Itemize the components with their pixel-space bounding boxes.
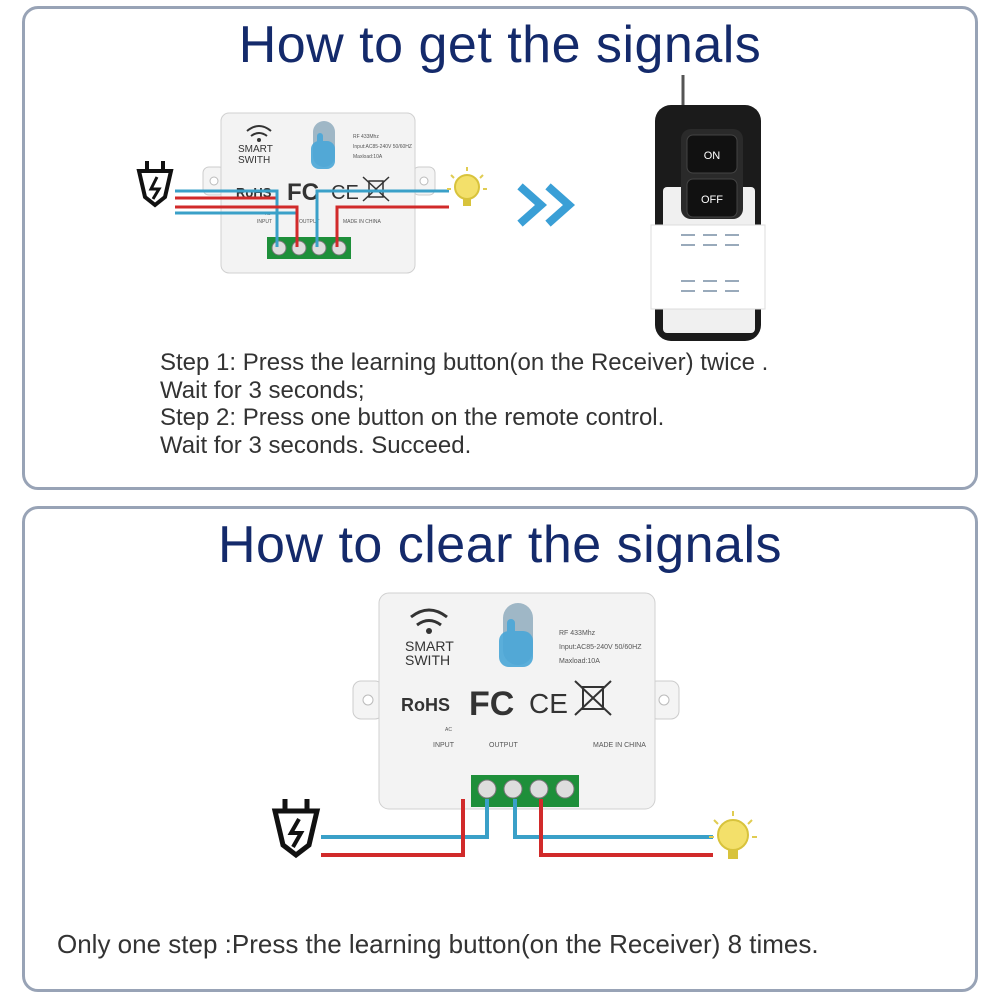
svg-text:MADE IN CHINA: MADE IN CHINA <box>343 219 381 225</box>
wiring <box>175 189 449 247</box>
get-signals-panel: How to get the signals SMART SWITH RF 43… <box>22 6 978 490</box>
svg-text:CE: CE <box>331 182 359 204</box>
light-bulb-icon <box>447 167 487 206</box>
svg-text:Maxload:10A: Maxload:10A <box>559 658 600 665</box>
brand-line1: SMART <box>238 144 273 155</box>
step-line: Step 1: Press the learning button(on the… <box>160 349 769 376</box>
get-signals-title: How to get the signals <box>238 16 762 74</box>
svg-text:INPUT: INPUT <box>433 742 455 749</box>
svg-text:RF 433Mhz: RF 433Mhz <box>559 630 596 637</box>
weee-bin-icon <box>574 680 612 716</box>
step-line: Wait for 3 seconds; <box>160 376 365 404</box>
svg-text:OUTPUT: OUTPUT <box>299 219 320 225</box>
press-hand-icon <box>311 133 335 169</box>
svg-text:CE: CE <box>529 688 568 719</box>
wiring <box>321 799 713 857</box>
power-plug-icon <box>271 799 321 859</box>
wifi-icon <box>246 125 272 137</box>
clear-signals-illustration: SMART SWITH RF 433Mhz Input:AC85-240V 50… <box>271 592 757 859</box>
remote-control: ON OFF <box>650 75 766 341</box>
step-line: Wait for 3 seconds. Succeed. <box>160 431 472 459</box>
weee-bin-icon <box>362 176 390 202</box>
svg-text:RoHS: RoHS <box>401 695 450 715</box>
svg-text:MADE IN CHINA: MADE IN CHINA <box>593 742 646 749</box>
remote-on-button: ON <box>704 150 721 162</box>
wifi-icon <box>410 608 448 627</box>
svg-text:Input:AC85-240V 50/60HZ: Input:AC85-240V 50/60HZ <box>559 644 642 651</box>
receiver-device: SMART SWITH RF 433Mhz Input:AC85-240V 50… <box>202 112 436 274</box>
receiver-device: SMART SWITH RF 433Mhz Input:AC85-240V 50… <box>352 592 680 810</box>
svg-text:SWITH: SWITH <box>405 652 450 668</box>
svg-text:INPUT: INPUT <box>257 219 272 225</box>
light-bulb-icon <box>709 811 757 859</box>
clear-signals-panel: How to clear the signals SMART SWITH RF … <box>22 506 978 992</box>
step-line: Step 2: Press one button on the remote c… <box>160 404 665 431</box>
clear-signals-step: Only one step :Press the learning button… <box>57 929 819 959</box>
svg-text:OUTPUT: OUTPUT <box>489 742 519 749</box>
svg-text:Maxload:10A: Maxload:10A <box>353 154 383 160</box>
svg-text:Input:AC85-240V 50/60HZ: Input:AC85-240V 50/60HZ <box>353 144 412 150</box>
remote-off-button: OFF <box>701 194 723 206</box>
double-arrow-icon <box>517 183 576 227</box>
power-plug-icon <box>136 161 174 208</box>
svg-text:RF 433Mhz: RF 433Mhz <box>353 134 379 140</box>
brand-line2: SWITH <box>238 155 270 166</box>
clear-signals-title: How to clear the signals <box>217 516 783 574</box>
press-hand-icon <box>499 619 533 667</box>
get-signals-steps: Step 1: Press the learning button(on the… <box>160 349 768 459</box>
svg-text:FC: FC <box>469 685 514 723</box>
svg-text:AC: AC <box>445 727 452 733</box>
svg-text:SMART: SMART <box>405 638 454 654</box>
svg-text:FC: FC <box>287 179 319 206</box>
get-signals-illustration: SMART SWITH RF 433Mhz Input:AC85-240V 50… <box>136 75 766 341</box>
